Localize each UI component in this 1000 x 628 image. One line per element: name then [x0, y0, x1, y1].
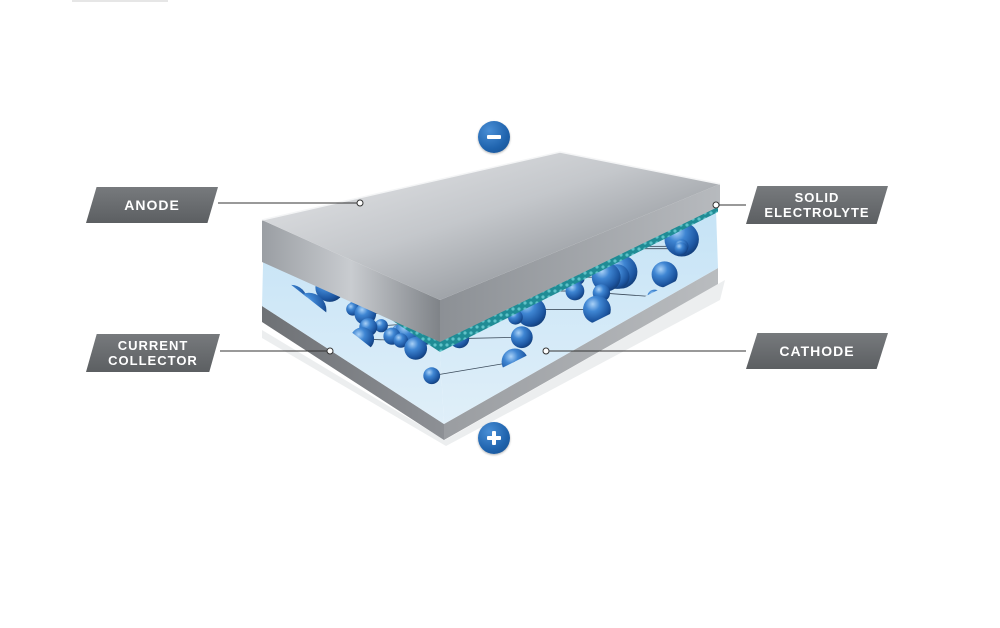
collector-leader-dot [326, 347, 334, 355]
particle-link [431, 361, 515, 377]
current-collector-plate-front [262, 306, 444, 440]
cathode-particle [651, 261, 678, 288]
solid-electrolyte-label: SOLID ELECTROLYTE [746, 186, 888, 224]
cathode-particle [527, 137, 542, 152]
cathode-particle [516, 135, 526, 145]
current-collector-label-line1: CURRENT [117, 338, 189, 353]
particle-link [521, 140, 535, 145]
cathode-label-text: CATHODE [779, 342, 855, 359]
cathode-particle [393, 333, 409, 348]
cathode-leader-dot [542, 347, 550, 355]
leader-lines [218, 202, 746, 352]
current-collector-label: CURRENT COLLECTOR [86, 334, 220, 372]
current-collector-plate-side [444, 268, 718, 440]
cathode-particle [404, 337, 428, 360]
leader-dots [326, 199, 720, 355]
solid-electrolyte-label-line1: SOLID [794, 190, 840, 205]
anode-label-text: ANODE [124, 196, 180, 213]
anode-side-face [440, 184, 720, 342]
cathode-label: CATHODE [746, 333, 888, 369]
top-rule [72, 0, 168, 2]
positive-terminal-icon [478, 422, 510, 454]
current-collector-label-line2: COLLECTOR [108, 353, 198, 368]
cathode-particle [423, 367, 441, 385]
solid-electrolyte-label-line2: ELECTROLYTE [764, 205, 870, 220]
anode-front-face [262, 220, 440, 342]
cathode-particle [587, 141, 596, 150]
cathode-particle [374, 319, 388, 333]
cell-side-face [440, 210, 718, 424]
electrolyte-leader-dot [712, 201, 720, 209]
cathode-particle [583, 295, 611, 324]
cathode-particle [510, 326, 533, 349]
anode-label: ANODE [86, 187, 218, 223]
particle-link [601, 292, 655, 298]
cathode-particle [674, 242, 688, 256]
anode-top-face [262, 152, 720, 300]
anode-leader-dot [356, 199, 364, 207]
negative-terminal-icon [478, 121, 510, 153]
